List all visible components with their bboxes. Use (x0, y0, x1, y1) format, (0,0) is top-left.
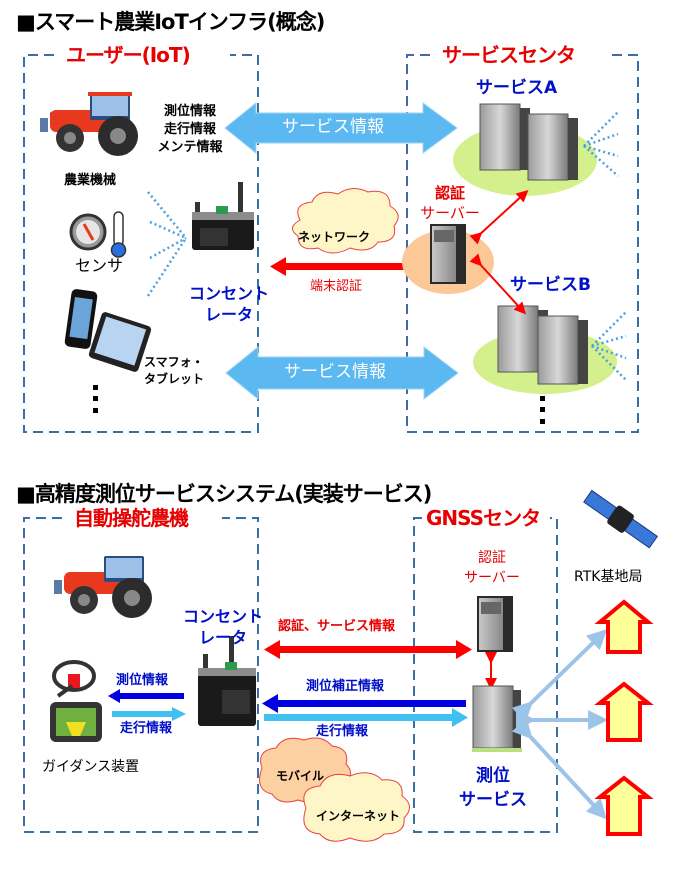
auth-to-service-a-link (469, 189, 529, 245)
guidance-display-icon (50, 702, 102, 742)
service-a-servers (479, 103, 578, 181)
driving-info-label-2: 走行情報 (316, 724, 369, 739)
service-info-bottom-label: サービス情報 (284, 362, 386, 382)
positioning-info-arrow (108, 689, 184, 703)
network-label: ネットワーク (298, 230, 371, 244)
service-center-box-label: サービスセンタ (436, 45, 581, 65)
gnss-auth-server-label-line2: サーバー (464, 570, 520, 586)
service-info-top-label: サービス情報 (282, 117, 384, 137)
driving-info-arrow (112, 707, 186, 721)
rtk-station-label: RTK基地局 (574, 569, 643, 585)
tractor-info-driving: 走行情報 (163, 122, 216, 137)
concentrator-2-label-line1: コンセント (182, 607, 263, 626)
auto-steer-box-label: 自動操舵農機 (68, 508, 194, 528)
positioning-service-label-line2: サービス (459, 790, 527, 810)
service-b-servers (497, 305, 588, 385)
gnss-auth-server-icon (477, 596, 513, 652)
concentrator-2-label-line2: レータ (198, 628, 247, 647)
user-box-border (23, 54, 259, 433)
auto-steer-box-border (23, 517, 259, 833)
auth-to-service-b-link (469, 253, 527, 315)
service-info-arrow-top (224, 101, 458, 155)
gnss-center-box-label: GNSSセンタ (424, 506, 543, 530)
auth-service-info-arrow (264, 640, 472, 659)
concentrator-label: コンセント レータ (184, 283, 274, 325)
network-cloud (292, 188, 399, 254)
concentrator-device (192, 182, 254, 250)
driving-info-label: 走行情報 (120, 721, 173, 736)
positioning-service-label-line1: 測位 (476, 766, 510, 786)
gnss-auth-server-label-line1: 認証 (478, 550, 506, 566)
smartphone-image (64, 289, 98, 349)
tablet-image (88, 312, 152, 372)
positioning-info-label: 測位情報 (116, 673, 169, 688)
gauge-icon (69, 213, 107, 251)
smartphone-label-line1: スマフォ・ (144, 355, 204, 369)
gnss-center-box-border (413, 517, 558, 833)
smartphone-label-line2: タブレット (144, 372, 205, 386)
mobile-label: モバイル (276, 769, 325, 783)
rtk-station-3 (594, 775, 654, 836)
concentrator-label-line1: コンセント (188, 284, 269, 303)
tractor-info-positioning: 測位情報 (163, 104, 216, 119)
more-devices-ellipsis (93, 385, 98, 413)
tractor-info-maintenance: メンテ情報 (157, 140, 223, 155)
section2-title: ■高精度測位サービスシステム(実装サービス) (16, 482, 432, 506)
positioning-server-icon (472, 685, 522, 752)
concentrator-device-2 (198, 636, 256, 726)
smartphone-tablet-label: スマフォ・ タブレット (144, 354, 204, 388)
correction-info-label: 測位補正情報 (306, 679, 385, 694)
wireless-rays-left (146, 191, 188, 297)
wireless-rays-service-a (583, 111, 619, 177)
auth-server-label-line2: サーバー (420, 204, 480, 222)
auth-server-label-line1: 認証 (434, 184, 465, 202)
terminal-auth-label: 端末認証 (310, 279, 363, 294)
internet-label: インターネット (316, 809, 401, 823)
rtk-station-1 (594, 599, 654, 654)
positioning-service-label: 測位 サービス (448, 764, 538, 812)
driving-info-arrow-2 (264, 708, 468, 727)
thermometer-icon (110, 211, 127, 258)
service-info-arrow-bottom (225, 345, 459, 401)
auth-server-label: 認証 サーバー (415, 183, 485, 223)
rtk-station-2 (594, 681, 654, 742)
tractor-image (40, 92, 138, 156)
correction-info-arrow (262, 694, 466, 713)
satellite-icon (583, 489, 659, 549)
auth-service-info-label: 認証、サービス情報 (278, 619, 396, 634)
farm-machine-label: 農業機械 (64, 173, 117, 188)
user-box-label: ユーザー(IoT) (60, 45, 196, 65)
tractor-info-list: 測位情報 走行情報 メンテ情報 (155, 103, 225, 157)
rtk-links (511, 629, 608, 820)
sensor-label: センサ (75, 256, 124, 275)
auto-steer-tractor-image (54, 556, 152, 618)
gnss-auth-server-label: 認証 サーバー (452, 548, 532, 588)
service-b-label: サービスB (510, 275, 591, 295)
service-a-label: サービスA (476, 78, 558, 98)
more-services-ellipsis (540, 396, 545, 424)
auth-server-icon (430, 224, 466, 284)
concentrator-label-2: コンセント レータ (178, 606, 268, 648)
internet-cloud (303, 772, 410, 842)
guidance-device-label: ガイダンス装置 (42, 759, 140, 775)
section1-title: ■スマート農業IoTインフラ(概念) (16, 10, 325, 34)
steering-wheel-icon (52, 660, 96, 698)
concentrator-label-line2: レータ (204, 305, 253, 324)
service-center-box-border (406, 54, 639, 433)
wireless-rays-service-b (591, 311, 627, 381)
